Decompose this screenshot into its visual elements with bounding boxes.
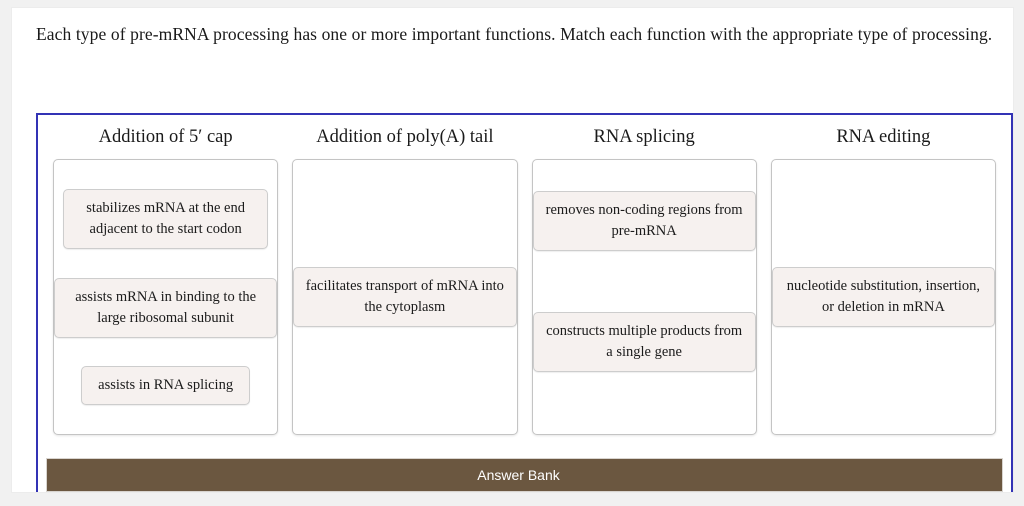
dropzone-1-slot-4[interactable]: assists mRNA in binding to the large rib… [54, 277, 278, 338]
dropzone-3-slot-2[interactable]: removes non-coding regions from pre-mRNA [532, 190, 756, 251]
question-prompt: Each type of pre-mRNA processing has one… [36, 24, 993, 44]
dropzone-4-slot-1[interactable] [772, 160, 995, 196]
answer-card[interactable]: constructs multiple products from a sing… [532, 312, 756, 373]
answer-card[interactable]: assists mRNA in binding to the large rib… [54, 277, 278, 338]
answer-card[interactable]: stabilizes mRNA at the end adjacent to t… [62, 188, 269, 249]
answer-card[interactable]: facilitates transport of mRNA into the c… [293, 267, 517, 328]
dropzone-2-slot-6[interactable] [293, 363, 516, 399]
dropzone-1-slot-5[interactable] [54, 338, 277, 367]
dropzone-4-slot-4[interactable]: nucleotide substitution, insertion, or d… [771, 267, 995, 328]
category-title-1: Addition of 5′ cap [98, 127, 233, 147]
dropzone-3-slot-7[interactable] [533, 403, 756, 434]
dropzone-3[interactable]: removes non-coding regions from pre-mRNA… [531, 159, 757, 435]
dropzone-3-slot-4[interactable] [533, 282, 756, 313]
dropzone-3-slot-5[interactable]: constructs multiple products from a sing… [532, 312, 756, 373]
dropzone-4-slot-5[interactable] [772, 327, 995, 363]
dropzone-4[interactable]: nucleotide substitution, insertion, or d… [770, 159, 996, 435]
answer-card[interactable]: removes non-coding regions from pre-mRNA [532, 190, 756, 251]
answer-card[interactable]: assists in RNA splicing [81, 366, 251, 406]
category-columns: Addition of 5′ cap stabilizes mRNA at th… [38, 115, 1011, 440]
dropzone-2-slot-7[interactable] [293, 398, 516, 434]
dropzone-4-slot-6[interactable] [772, 363, 995, 399]
category-column-2: Addition of poly(A) tail facilitates tr [285, 115, 524, 440]
dropzone-2-slot-3[interactable] [293, 231, 516, 267]
category-title-2: Addition of poly(A) tail [316, 127, 494, 147]
dropzone-1-slot-1[interactable] [54, 160, 277, 189]
category-title-3: RNA splicing [593, 127, 695, 147]
dropzone-1-slot-6[interactable]: assists in RNA splicing [54, 366, 277, 406]
dropzone-3-slot-3[interactable] [533, 251, 756, 282]
dropzone-4-slot-7[interactable] [772, 398, 995, 434]
dropzone-2-slot-2[interactable] [293, 196, 516, 232]
dropzone-4-slot-3[interactable] [772, 231, 995, 267]
dropzone-3-slot-6[interactable] [533, 372, 756, 403]
dropzone-1[interactable]: stabilizes mRNA at the end adjacent to t… [53, 159, 279, 435]
dropzone-2-slot-5[interactable] [293, 327, 516, 363]
category-column-4: RNA editing nucleotide substitution, in [764, 115, 1003, 440]
dropzone-4-slot-2[interactable] [772, 196, 995, 232]
category-column-3: RNA splicing removes non-coding regions … [525, 115, 764, 440]
dropzone-2[interactable]: facilitates transport of mRNA into the c… [292, 159, 518, 435]
dropzone-1-slot-2[interactable]: stabilizes mRNA at the end adjacent to t… [54, 188, 277, 249]
dropzone-1-slot-3[interactable] [54, 249, 277, 278]
category-column-1: Addition of 5′ cap stabilizes mRNA at th… [46, 115, 285, 440]
answer-bank-bar[interactable]: Answer Bank [46, 458, 1003, 492]
dropzone-2-slot-4[interactable]: facilitates transport of mRNA into the c… [293, 267, 517, 328]
answer-card[interactable]: nucleotide substitution, insertion, or d… [771, 267, 995, 328]
matching-activity-container: Addition of 5′ cap stabilizes mRNA at th… [36, 113, 1013, 492]
category-title-4: RNA editing [836, 127, 931, 147]
dropzone-3-slot-1[interactable] [533, 160, 756, 191]
dropzone-1-slot-7[interactable] [54, 405, 277, 434]
dropzone-2-slot-1[interactable] [293, 160, 516, 196]
answer-bank-label: Answer Bank [477, 467, 560, 483]
question-sheet: Each type of pre-mRNA processing has one… [12, 8, 1013, 492]
